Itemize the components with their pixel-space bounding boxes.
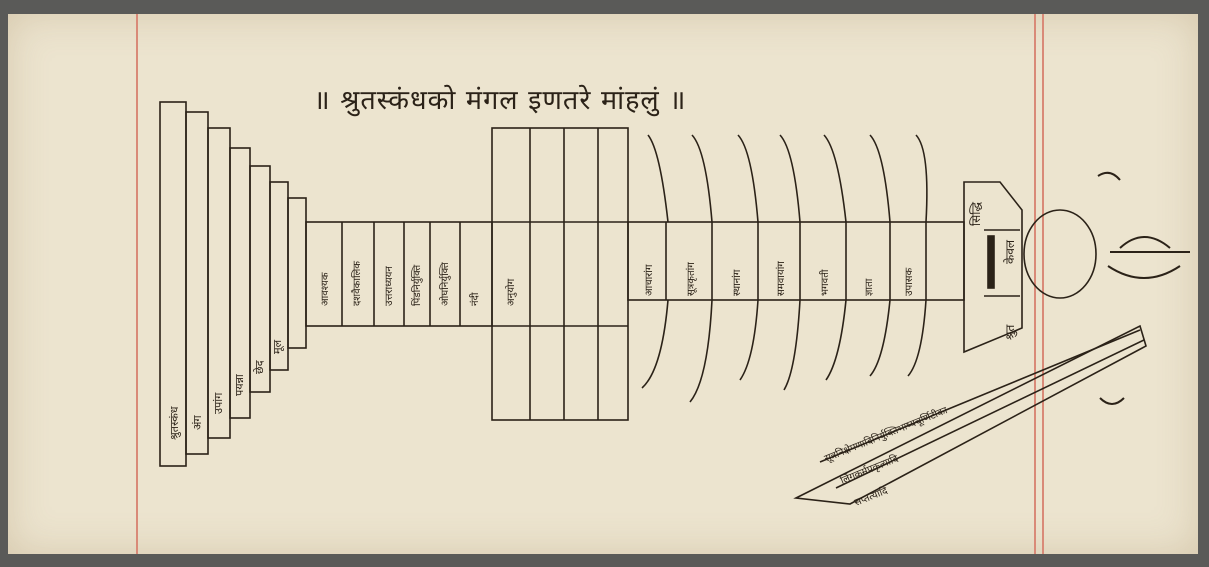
band-line-1: सूत्रनिक्षेपणादिनिर्युक्तिभाष्यचूर्णिटीक… bbox=[823, 404, 950, 465]
upper-ribs bbox=[647, 134, 928, 223]
rib-label-7: उपासक bbox=[904, 267, 915, 296]
seal-emblem bbox=[1097, 171, 1190, 405]
bottom-band bbox=[793, 324, 1147, 505]
head-label-1: सिद्धि bbox=[969, 202, 983, 226]
bottom-band-labels: सूत्रनिक्षेपणादिनिर्युक्तिभाष्यचूर्णिटीक… bbox=[823, 404, 950, 509]
shaft-cell-4: पिंडनिर्युक्ति bbox=[411, 264, 423, 306]
cross-block bbox=[491, 127, 629, 421]
head-label-2: केवल bbox=[1003, 239, 1017, 264]
step-label-3: उपांग bbox=[212, 392, 225, 414]
step-label-4: पयन्ना bbox=[233, 374, 246, 396]
rib-label-2: सूत्रकृतांग bbox=[685, 262, 697, 296]
band-line-3: सप्तत्यादि bbox=[853, 484, 890, 508]
shaft-cell-5: ओघनिर्युक्ति bbox=[439, 262, 451, 306]
rib-label-3: स्थानांग bbox=[731, 269, 743, 296]
step-label-6: मूल bbox=[271, 339, 285, 354]
rib-label-6: ज्ञाता bbox=[864, 278, 875, 296]
shaft-cell-7: अनुयोग bbox=[505, 278, 517, 306]
right-margin-rule-2 bbox=[1042, 14, 1044, 554]
head-label-3: श्रुत bbox=[1003, 324, 1018, 340]
rib-labels: आचारांग सूत्रकृतांग स्थानांग समवायांग भग… bbox=[643, 261, 915, 296]
step-label-2: अंग bbox=[191, 415, 204, 430]
rib-label-4: समवायांग bbox=[775, 261, 787, 296]
left-stepped-pyramid bbox=[159, 101, 307, 467]
shaft-cell-3: उत्तराध्ययन bbox=[384, 266, 395, 306]
rib-label-5: भगवती bbox=[819, 269, 831, 296]
manuscript-title: ॥ श्रुतस्कंधको मंगल इणतरे मांहलुं ॥ bbox=[313, 85, 687, 116]
step-label-1: श्रुतस्कंध bbox=[168, 406, 181, 440]
head bbox=[963, 181, 1097, 354]
shaft-cell-1: आवश्यक bbox=[320, 272, 331, 306]
left-step-labels: श्रुतस्कंध अंग उपांग पयन्ना छेद मूल bbox=[168, 339, 285, 440]
lower-ribs bbox=[641, 299, 927, 403]
manuscript-folio bbox=[8, 14, 1198, 554]
shaft bbox=[305, 221, 493, 327]
right-margin-rule bbox=[1034, 14, 1036, 554]
rib-label-1: आचारांग bbox=[643, 264, 655, 296]
step-label-5: छेद bbox=[253, 360, 266, 374]
shaft-labels: आवश्यक दशवैकालिक उत्तराध्ययन पिंडनिर्युक… bbox=[320, 261, 517, 306]
left-margin-rule bbox=[136, 14, 138, 554]
shaft-cell-6: नंदी bbox=[469, 292, 481, 306]
head-labels: सिद्धि केवल श्रुत bbox=[969, 202, 1018, 340]
shaft-cell-2: दशवैकालिक bbox=[351, 261, 363, 306]
